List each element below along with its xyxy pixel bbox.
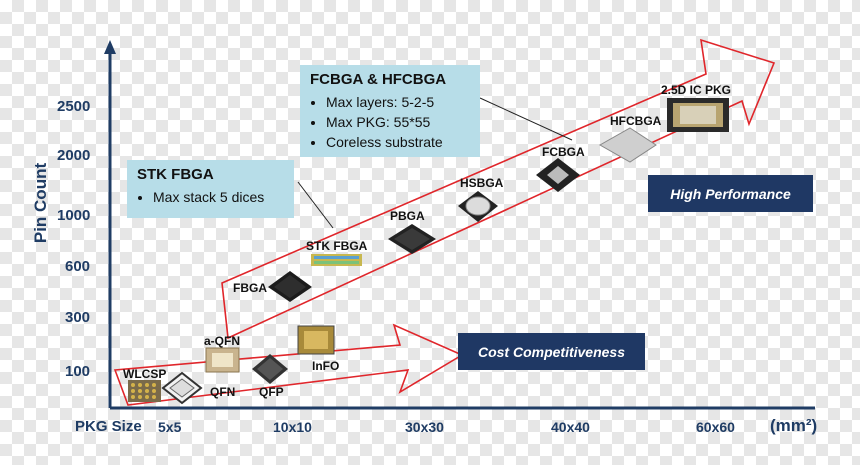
x-tick-10x10: 10x10 bbox=[273, 419, 312, 435]
x-tick-40x40: 40x40 bbox=[551, 419, 590, 435]
label-qfn: QFN bbox=[210, 385, 236, 399]
x-tick-60x60: 60x60 bbox=[696, 419, 735, 435]
label-2-5d-ic-pkg: 2.5D IC PKG bbox=[661, 83, 732, 97]
label-aqfn: a-QFN bbox=[204, 334, 240, 348]
fcbga-callout-list: Max layers: 5-2-5 Max PKG: 55*55 Coreles… bbox=[310, 92, 470, 152]
cost-competitiveness-badge: Cost Competitiveness bbox=[458, 333, 645, 370]
aqfn-chip-image bbox=[205, 347, 240, 373]
x-axis-unit: (mm²) bbox=[770, 416, 818, 435]
y-tick-100: 100 bbox=[65, 363, 91, 380]
x-tick-30x30: 30x30 bbox=[405, 419, 444, 435]
ic25d-chip-image bbox=[667, 98, 729, 132]
label-fcbga: FCBGA bbox=[542, 145, 585, 159]
hfcbga-chip-image bbox=[598, 127, 657, 163]
stk-callout-box: STK FBGA Max stack 5 dices bbox=[127, 160, 294, 218]
label-pbga: PBGA bbox=[390, 209, 425, 223]
y-axis-title: Pin Count bbox=[31, 162, 50, 244]
high-performance-badge: High Performance bbox=[648, 175, 813, 212]
fcbga-chip-image bbox=[536, 158, 580, 192]
stk-callout-item: Max stack 5 dices bbox=[153, 187, 284, 207]
x-tick-5x5: 5x5 bbox=[158, 419, 182, 435]
fcbga-callout-box: FCBGA & HFCBGA Max layers: 5-2-5 Max PKG… bbox=[300, 65, 480, 157]
wlcsp-chip-image bbox=[128, 380, 161, 402]
y-axis-arrowhead bbox=[104, 40, 116, 54]
qfn-chip-image bbox=[161, 371, 203, 405]
y-tick-2000: 2000 bbox=[57, 147, 91, 164]
label-info: InFO bbox=[312, 359, 340, 373]
label-qfp: QFP bbox=[259, 385, 284, 399]
stk-callout-list: Max stack 5 dices bbox=[137, 187, 284, 207]
pbga-chip-image bbox=[388, 224, 436, 254]
y-tick-1000: 1000 bbox=[57, 207, 91, 224]
hsbga-chip-image bbox=[458, 191, 498, 222]
fcbga-leader-line bbox=[479, 97, 573, 141]
fcbga-callout-title: FCBGA & HFCBGA bbox=[310, 71, 447, 88]
label-fbga: FBGA bbox=[233, 281, 267, 295]
label-hsbga: HSBGA bbox=[460, 176, 504, 190]
label-stkfbga: STK FBGA bbox=[306, 239, 368, 253]
info-chip-image bbox=[297, 325, 335, 355]
cost-arrow bbox=[113, 323, 464, 406]
fbga-chip-image bbox=[268, 271, 312, 302]
label-wlcsp: WLCSP bbox=[123, 367, 167, 381]
y-tick-300: 300 bbox=[65, 309, 91, 326]
fcbga-callout-item: Max PKG: 55*55 bbox=[326, 112, 470, 132]
fcbga-callout-item: Max layers: 5-2-5 bbox=[326, 92, 470, 112]
x-axis-title: PKG Size bbox=[75, 418, 142, 435]
stkfbga-chip-image bbox=[311, 254, 362, 266]
stk-callout-title: STK FBGA bbox=[137, 166, 214, 183]
stk-leader-line bbox=[297, 181, 334, 229]
fcbga-callout-item: Coreless substrate bbox=[326, 132, 470, 152]
y-tick-600: 600 bbox=[65, 258, 91, 275]
y-tick-2500: 2500 bbox=[57, 98, 91, 115]
label-hfcbga: HFCBGA bbox=[610, 114, 662, 128]
performance-arrow bbox=[221, 38, 776, 340]
qfp-chip-image bbox=[252, 354, 288, 384]
